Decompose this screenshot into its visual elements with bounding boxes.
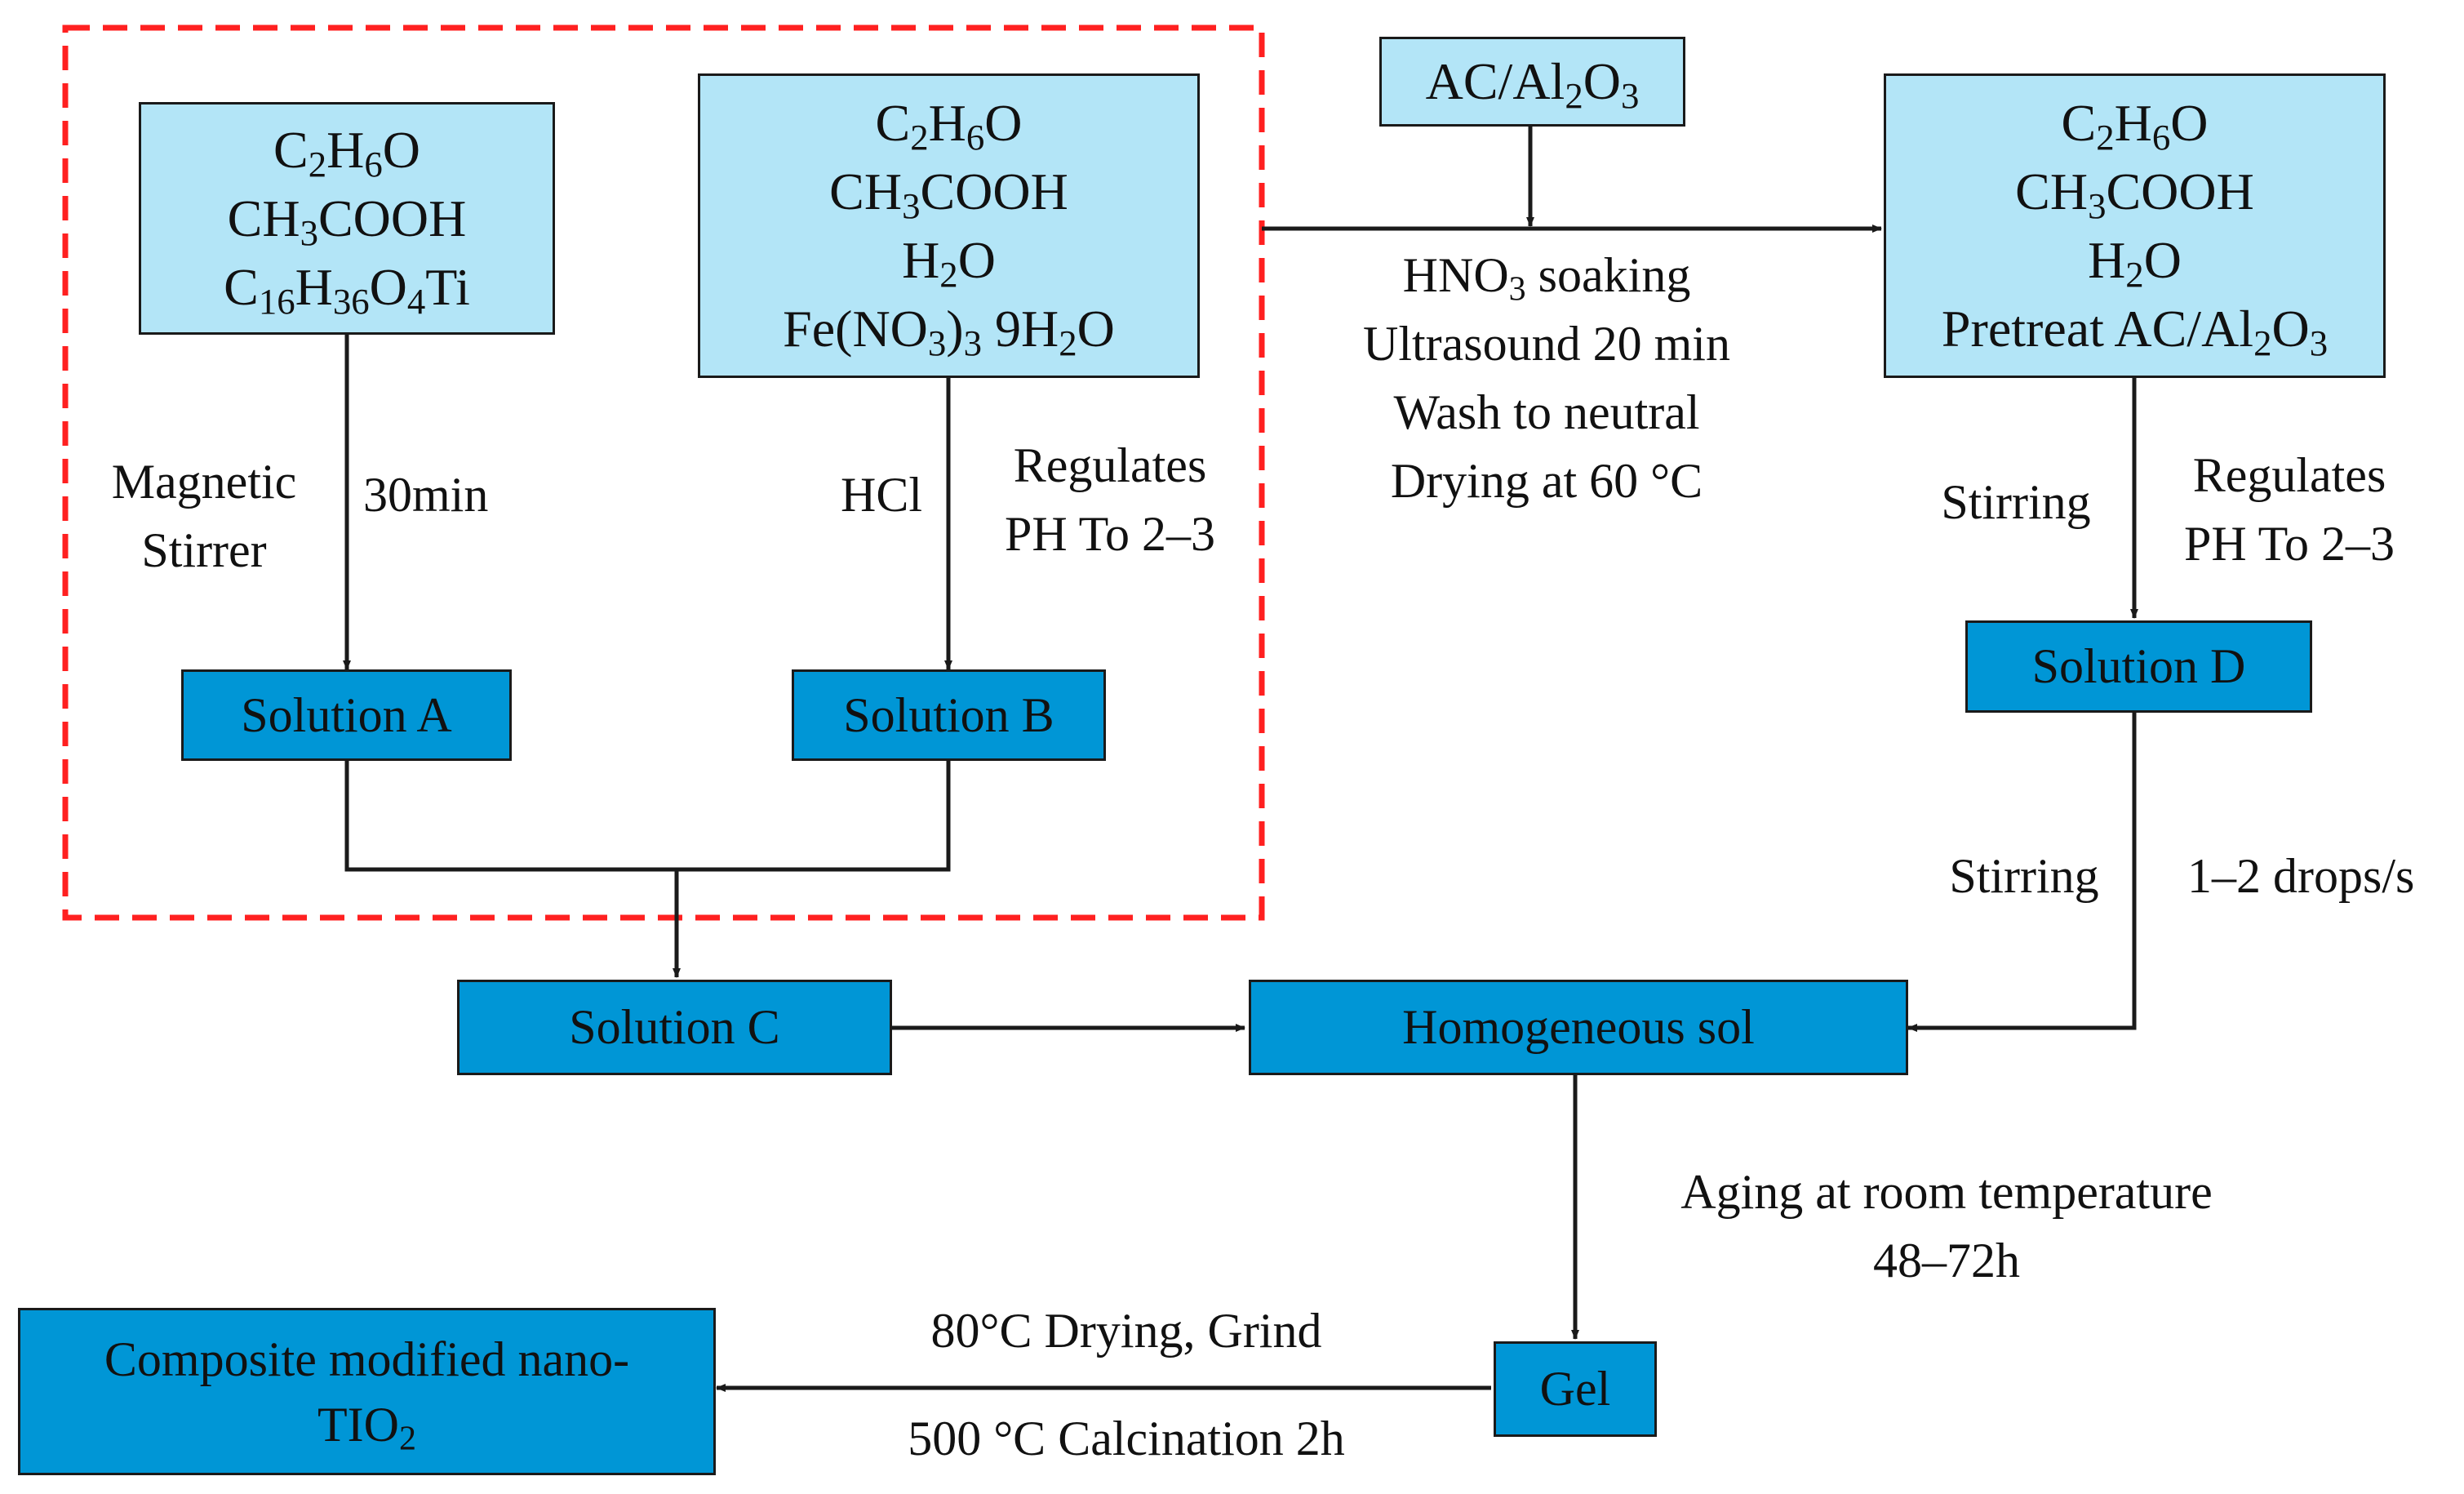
text-line: Aging at room temperature — [1680, 1165, 2213, 1219]
text-line: Magnetic — [111, 455, 297, 509]
text-line: Wash to neutral — [1393, 385, 1700, 439]
text-line: C2H6O — [875, 93, 1023, 158]
text-line: Stirring — [1941, 475, 2091, 529]
product-box: Composite modified nano- TIO2 — [18, 1308, 716, 1475]
text-line: 48–72h — [1873, 1234, 2020, 1287]
connector-a-merge — [344, 761, 677, 872]
text-line: C2H6O — [2061, 93, 2209, 158]
text-line: C2H6O — [273, 120, 420, 185]
solution-a-label: Solution A — [241, 687, 452, 742]
text-line: Regulates — [1013, 438, 1207, 492]
stirring-d-label: Stirring — [1914, 468, 2118, 536]
text-line: TIO2 — [317, 1397, 416, 1457]
text-line: Pretreat AC/Al2O3 — [1941, 299, 2329, 363]
text-line: Stirrer — [141, 523, 267, 577]
drying-grind-label: 80°C Drying, Grind — [865, 1296, 1387, 1365]
homogeneous-sol-box: Homogeneous sol — [1249, 980, 1908, 1075]
solution-b-label: Solution B — [843, 687, 1054, 742]
text-line: C16H36O4Ti — [224, 257, 470, 322]
stirring-sol-label: Stirring — [1922, 842, 2126, 910]
text-line: Fe(NO3)3 9H2O — [783, 299, 1115, 363]
text-line: 1–2 drops/s — [2187, 849, 2415, 903]
text-line: 500 °C Calcination 2h — [908, 1412, 1345, 1465]
text-line: PH To 2–3 — [1004, 507, 1216, 561]
stir-time-label: 30min — [363, 460, 526, 529]
text-line: Regulates — [2192, 448, 2386, 502]
text-line: CH3COOH — [829, 162, 1068, 226]
text-line: 80°C Drying, Grind — [930, 1304, 1322, 1358]
text-line: HCl — [840, 468, 923, 522]
support-box: AC/Al2O3 — [1379, 37, 1685, 127]
solution-b-box: Solution B — [792, 669, 1106, 761]
text-line: 30min — [363, 468, 489, 522]
homogeneous-sol-label: Homogeneous sol — [1402, 1000, 1755, 1054]
text-line: CH3COOH — [227, 189, 467, 253]
text-line: H2O — [902, 230, 996, 295]
dashed-frame — [62, 24, 1265, 921]
arrow-solution-d-to-sol — [1907, 713, 2137, 1032]
solution-d-label: Solution D — [2031, 639, 2246, 693]
calcination-label: 500 °C Calcination 2h — [832, 1404, 1420, 1473]
text-line: Drying at 60 °C — [1390, 454, 1703, 508]
text-line: Stirring — [1949, 849, 2099, 903]
hcl-label: HCl — [824, 460, 939, 529]
regulates-ph-b-label: Regulates PH To 2–3 — [975, 431, 1245, 568]
text-line: AC/Al2O3 — [1425, 52, 1640, 117]
solution-c-box: Solution C — [457, 980, 892, 1075]
text-line: CH3COOH — [2015, 162, 2254, 226]
text-line: Composite modified nano- — [104, 1332, 630, 1386]
text-line: H2O — [2088, 230, 2182, 295]
text-line: HNO3 soaking — [1402, 248, 1691, 309]
gel-label: Gel — [1539, 1362, 1611, 1416]
solution-a-box: Solution A — [181, 669, 512, 761]
text-line: PH To 2–3 — [2183, 517, 2395, 571]
solution-d-box: Solution D — [1965, 620, 2312, 713]
solution-c-label: Solution C — [569, 1000, 780, 1054]
text-line: Ultrasound 20 min — [1363, 317, 1730, 371]
regulates-ph-d-label: Regulates PH To 2–3 — [2155, 441, 2424, 578]
aging-label: Aging at room temperature 48–72h — [1620, 1158, 2273, 1295]
gel-box: Gel — [1494, 1341, 1657, 1437]
drop-rate-label: 1–2 drops/s — [2187, 842, 2457, 910]
connector-b-merge — [677, 761, 951, 872]
